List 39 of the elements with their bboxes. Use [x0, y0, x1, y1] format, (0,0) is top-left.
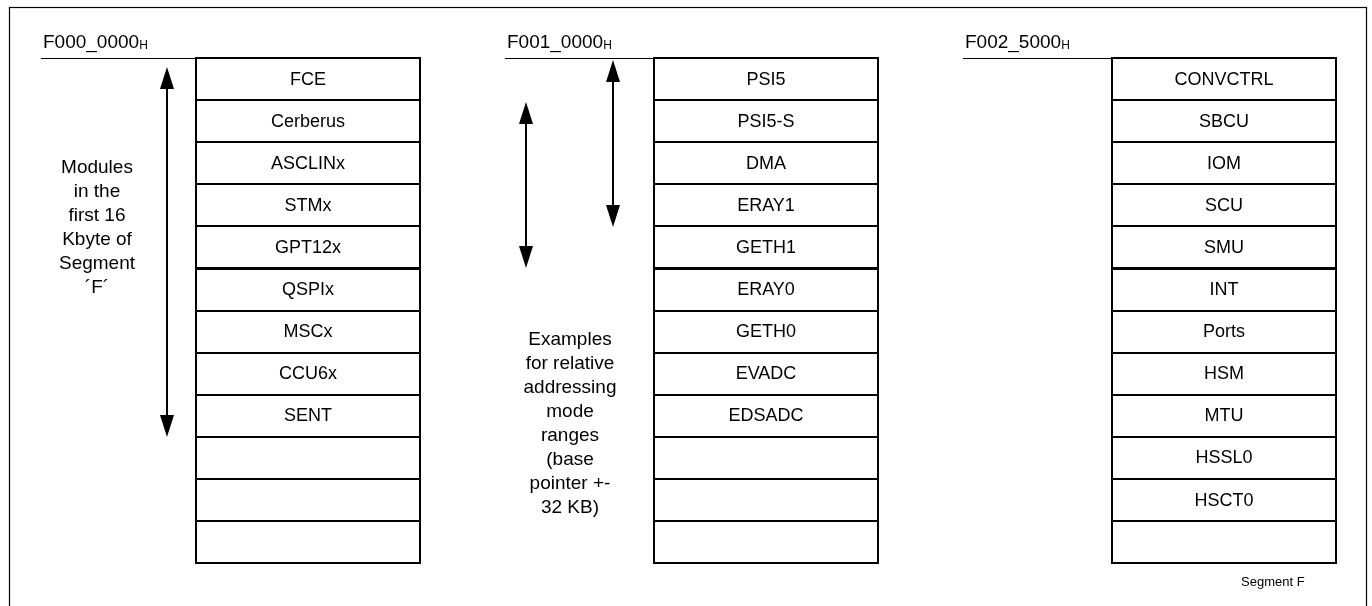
memory-region-box: ERAY1: [653, 183, 879, 228]
memory-region-box: SENT: [195, 393, 421, 438]
memory-region-box: Cerberus: [195, 99, 421, 144]
range-note: Examples for relative addressing mode ranges (base pointer +- 32 KB): [522, 327, 618, 519]
memory-region-box: DMA: [653, 141, 879, 186]
memory-region-box: GETH0: [653, 309, 879, 354]
memory-region-box: GETH1: [653, 225, 879, 270]
memory-region-box: MTU: [1111, 393, 1337, 438]
address-label: F002_5000$_{H}$: [963, 31, 1111, 59]
memory-region-box: HSCT0: [1111, 478, 1337, 523]
memory-region-box: INT: [1111, 267, 1337, 312]
memory-region-box: IOM: [1111, 141, 1337, 186]
memory-region-box: HSSL0: [1111, 435, 1337, 480]
memory-region-box: ERAY0: [653, 267, 879, 312]
memory-region-box: CCU6x: [195, 351, 421, 396]
memory-region-box: PSI5-S: [653, 99, 879, 144]
memory-region-box: [1111, 520, 1337, 565]
memory-region-box: EVADC: [653, 351, 879, 396]
range-note: Modules in the first 16 Kbyte of Segment ´F´: [57, 155, 136, 299]
memory-region-box: STMx: [195, 183, 421, 228]
memory-region-box: SBCU: [1111, 99, 1337, 144]
memory-region-box: SMU: [1111, 225, 1337, 270]
memory-region-box: MSCx: [195, 309, 421, 354]
memory-region-box: [653, 520, 879, 565]
memory-region-box: Ports: [1111, 309, 1337, 354]
memory-region-box: QSPIx: [195, 267, 421, 312]
memory-region-box: ASCLINx: [195, 141, 421, 186]
memory-region-box: HSM: [1111, 351, 1337, 396]
memory-region-box: [195, 435, 421, 480]
memory-region-box: GPT12x: [195, 225, 421, 270]
memory-region-box: [195, 478, 421, 523]
segment-caption: Segment F: [1241, 574, 1305, 589]
memory-region-box: [653, 435, 879, 480]
memory-region-box: [195, 520, 421, 565]
address-label: F001_0000$_{H}$: [505, 31, 653, 59]
address-label: F000_0000$_{H}$: [41, 31, 195, 59]
memory-region-box: SCU: [1111, 183, 1337, 228]
memory-region-box: [653, 478, 879, 523]
memory-region-box: EDSADC: [653, 393, 879, 438]
